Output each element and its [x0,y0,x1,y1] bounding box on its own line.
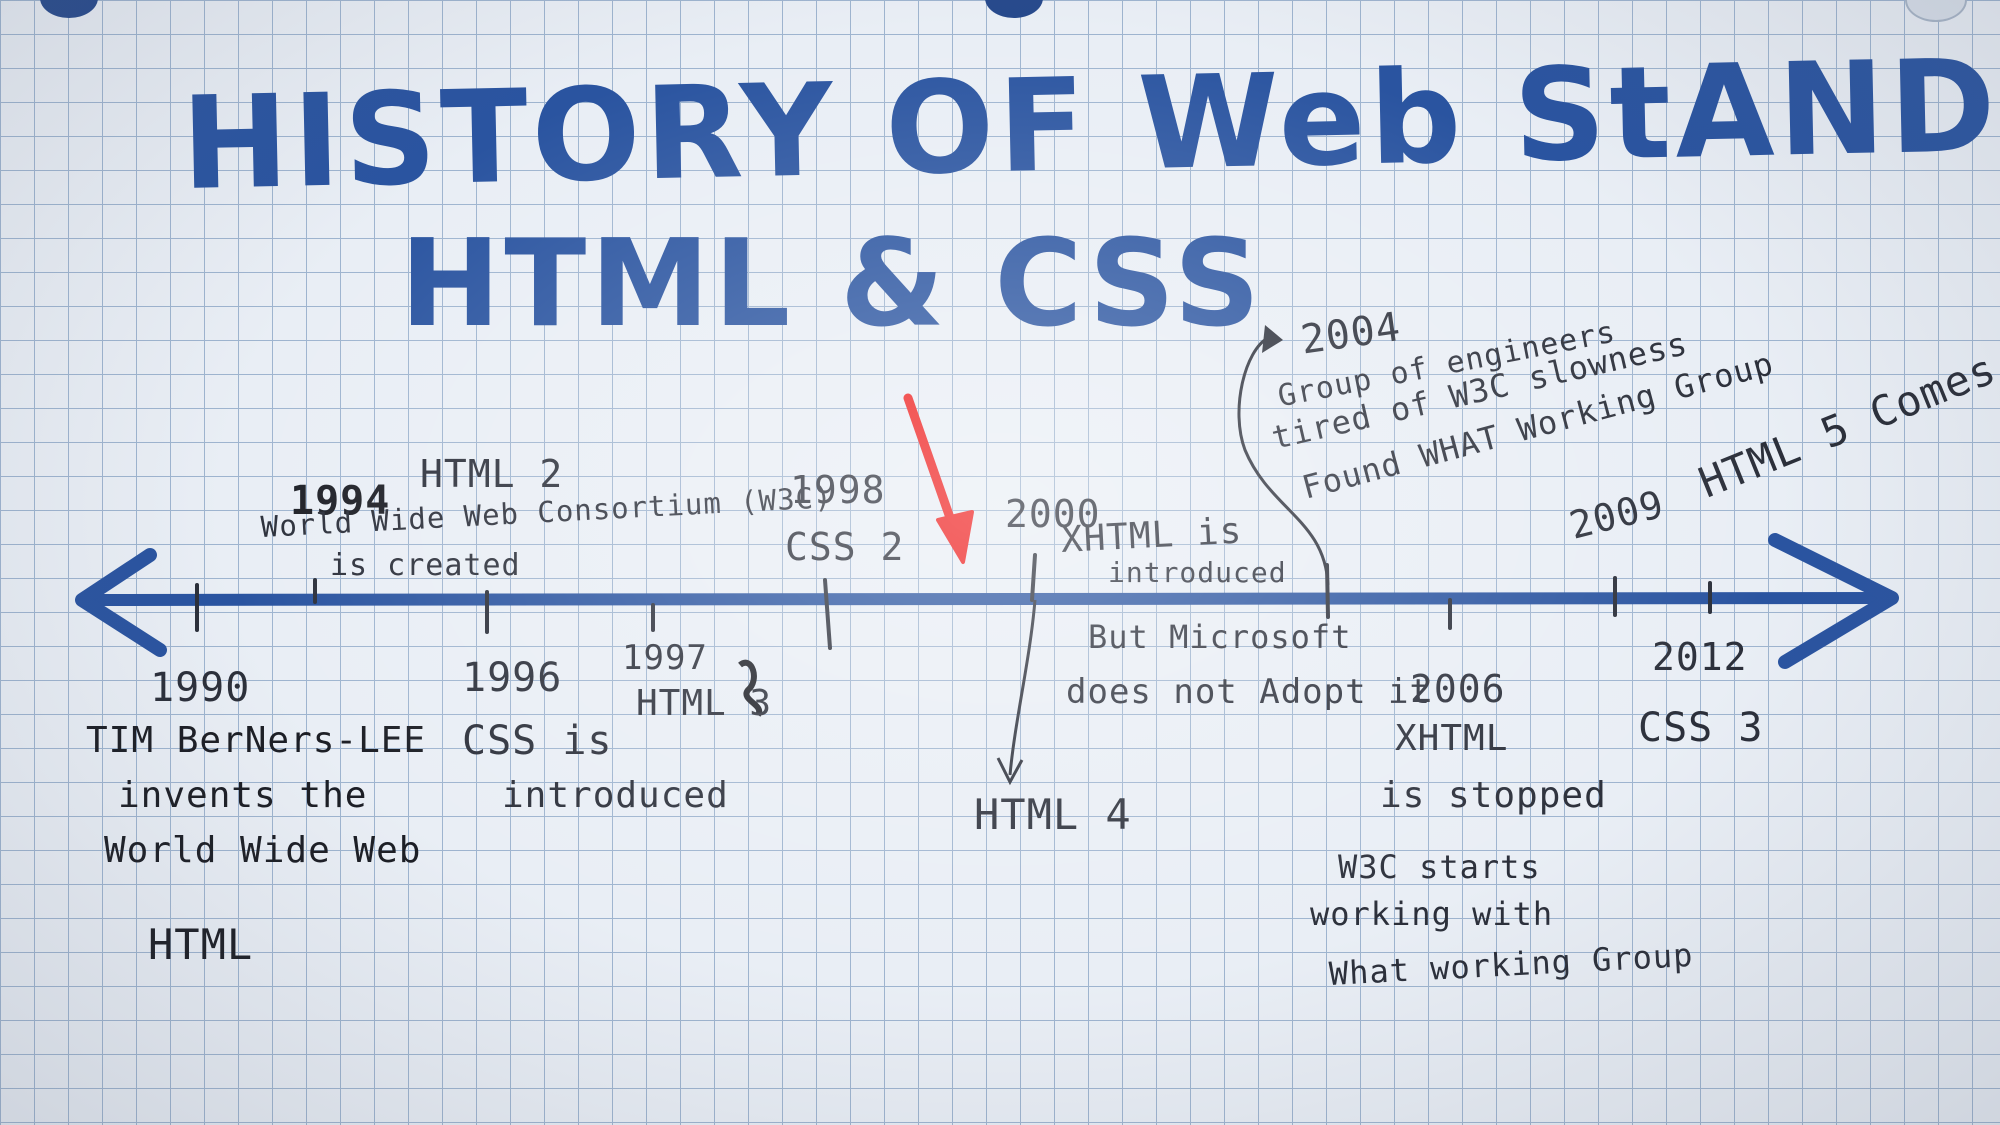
event-2006-line3: W3C starts [1338,848,1541,886]
page-subtitle: HTML & CSS [400,215,1265,354]
binder-hole-left [40,0,98,18]
red-pointer-arrow-head [936,510,974,564]
timeline-right-arrowhead [1768,533,1899,669]
event-2012-line1: CSS 3 [1638,705,1764,751]
year-1994: 1994 [290,478,391,524]
html4-pointer-head [996,757,1024,786]
event-1990-line2: invents the [118,775,368,816]
year-1998: 1998 [790,468,886,512]
year-2004-arrowhead [1262,325,1283,353]
tick-2000 [1030,553,1037,602]
event-2000-line4: does not Adopt it [1066,672,1431,712]
tick-1998 [823,578,832,650]
event-2000-line2: introduced [1108,556,1287,589]
year-1997: 1997 [622,638,708,678]
year-1990: 1990 [150,665,251,711]
event-1990-extra: HTML [148,920,254,969]
year-2004-curved-arrow [1237,336,1330,586]
event-2000-below: HTML 4 [974,790,1132,839]
red-pointer-arrow-shaft [903,393,960,537]
event-1994-line1: HTML 2 [420,452,564,496]
event-2000-line3: But Microsoft [1088,618,1352,656]
year-2006: 2006 [1410,667,1506,711]
event-1996-line2: introduced [502,775,729,816]
event-1997-line1: HTML 3 [636,683,773,724]
timeline-line [79,592,1891,606]
event-1998-line1: CSS 2 [785,525,905,569]
event-2006-line2: is stopped [1380,775,1607,816]
html3-scribble [738,659,763,717]
binder-hole-center [985,0,1043,18]
year-2012: 2012 [1652,635,1748,679]
timeline-left-arrowhead [75,548,167,657]
event-1994-line3: is created [330,548,521,583]
year-2000: 2000 [1005,492,1101,536]
html4-pointer-line [1008,599,1037,776]
event-1990-line1: TIM BerNers-LEE [86,720,427,761]
year-1996: 1996 [462,655,563,701]
event-2006-line4: working with [1310,895,1554,933]
event-1990-line3: World Wide Web [104,830,422,871]
event-2006-line1: XHTML [1395,718,1509,759]
event-1996-line1: CSS is [462,718,613,764]
